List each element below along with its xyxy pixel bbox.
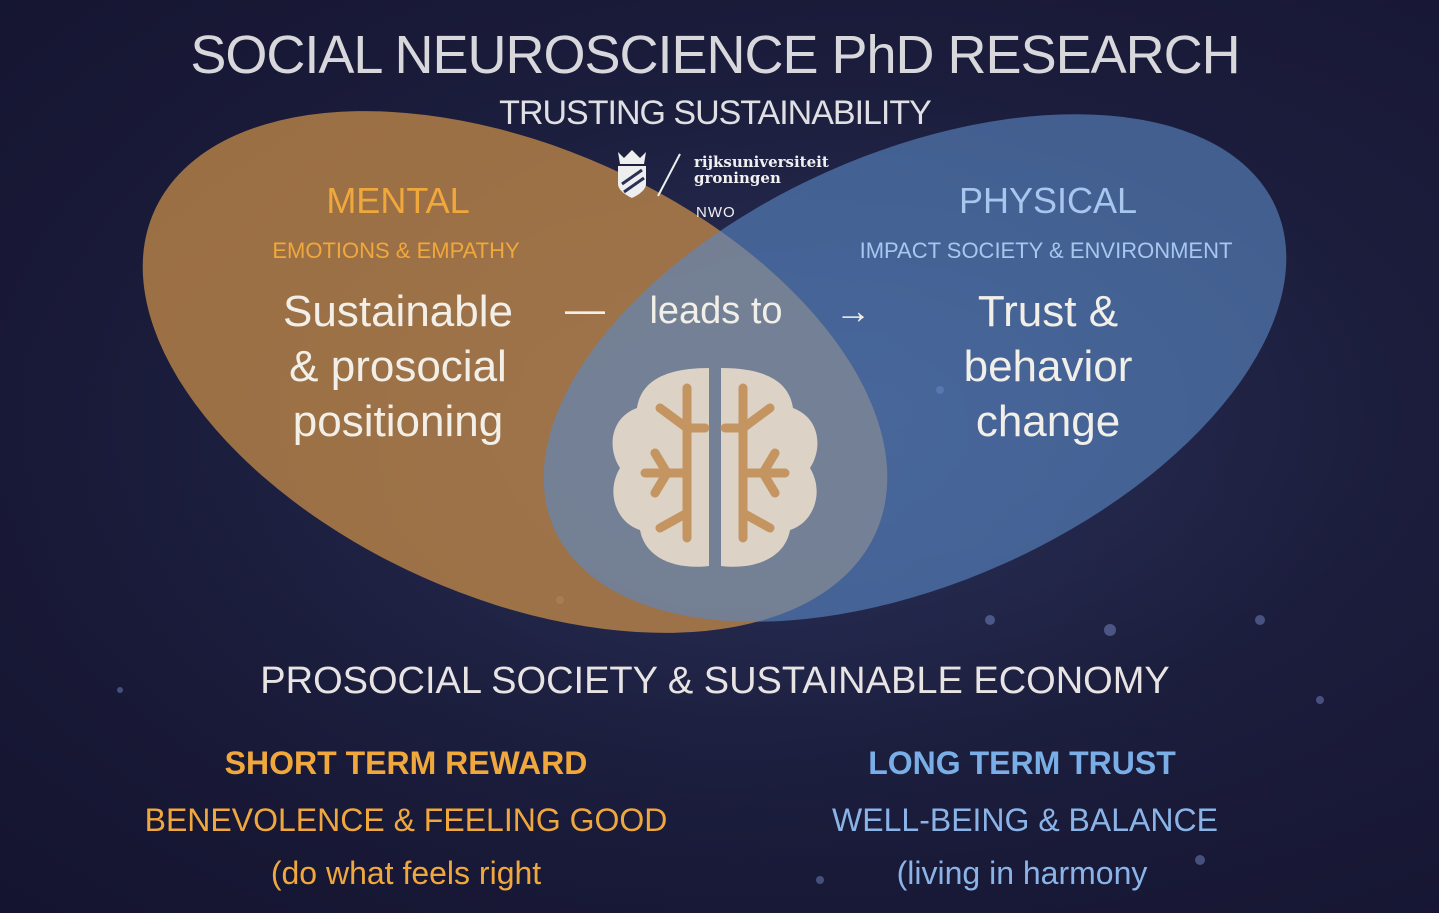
short-term-note: (do what feels right [270, 855, 542, 891]
nwo-logo: NWO [696, 204, 736, 221]
slash-divider [657, 153, 681, 197]
bottom-title: PROSOCIAL SOCIETY & SUSTAINABLE ECONOMY [260, 660, 1170, 702]
page-subtitle: TRUSTING SUSTAINABILITY [499, 94, 932, 132]
connector-dash: — [565, 288, 605, 332]
short-term-sub: BENEVOLENCE & FEELING GOOD [144, 802, 668, 838]
mental-subheading: EMOTIONS & EMPATHY [272, 238, 520, 263]
long-term-heading: LONG TERM TRUST [868, 745, 1176, 781]
long-term-note: (living in harmony [896, 855, 1148, 891]
university-crest-icon [618, 150, 646, 198]
short-term-heading: SHORT TERM REWARD [224, 745, 588, 781]
physical-subheading: IMPACT SOCIETY & ENVIRONMENT [859, 238, 1233, 263]
physical-heading: PHYSICAL [958, 180, 1138, 221]
long-term-sub: WELL-BEING & BALANCE [832, 802, 1218, 838]
connector-label: leads to [649, 290, 783, 332]
page-title: SOCIAL NEUROSCIENCE PhD RESEARCH [190, 25, 1240, 85]
brain-icon [612, 368, 818, 567]
arrow-right-icon: → [835, 290, 871, 331]
mental-heading: MENTAL [326, 180, 470, 221]
